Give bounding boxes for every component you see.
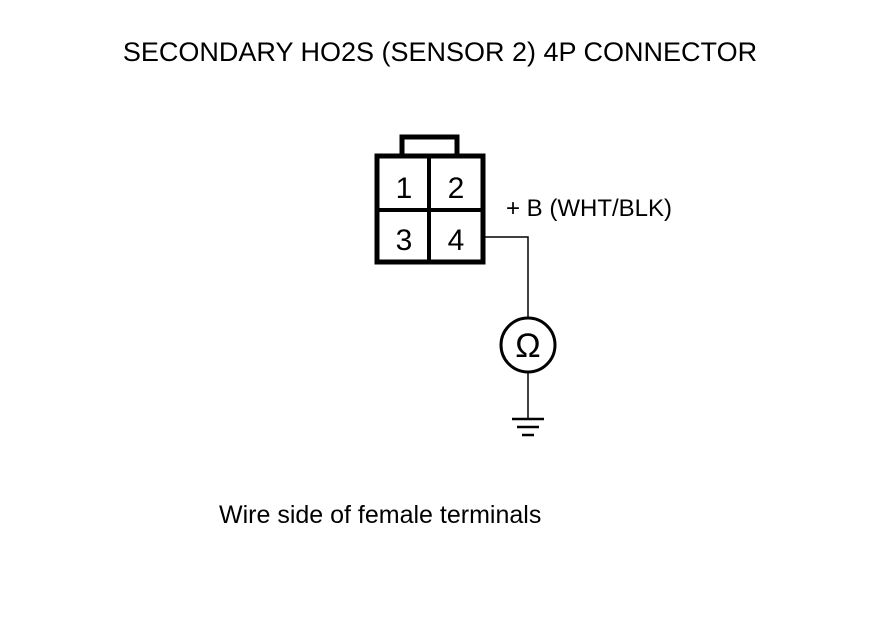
connector-latch — [399, 134, 460, 156]
ohmmeter-icon: Ω — [499, 316, 557, 374]
terminal-2-label: 2 — [448, 172, 465, 205]
ohm-symbol: Ω — [515, 327, 540, 365]
terminal-4-label: 4 — [448, 224, 465, 257]
ground-icon — [512, 417, 544, 437]
probe-wire — [483, 236, 529, 318]
diagram-caption: Wire side of female terminals — [219, 501, 542, 529]
terminal-1-label: 1 — [396, 172, 413, 205]
diagram-title: SECONDARY HO2S (SENSOR 2) 4P CONNECTOR — [122, 37, 758, 67]
terminal-3-label: 3 — [396, 224, 413, 257]
wire-label: + B (WHT/BLK) — [506, 195, 672, 222]
